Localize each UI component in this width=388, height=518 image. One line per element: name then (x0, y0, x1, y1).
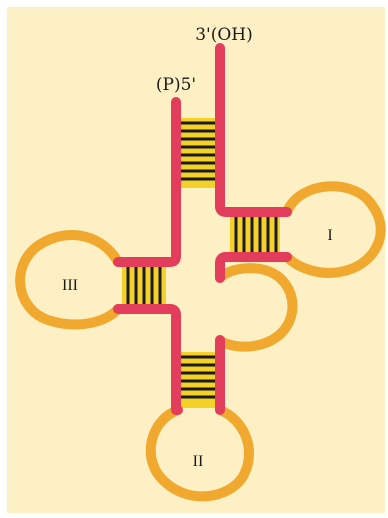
loop-3 (15, 230, 123, 330)
loop-1-label: I (327, 227, 332, 244)
strand-three-prime (215, 43, 292, 217)
loop-2-label: II (193, 453, 204, 470)
background-panel (7, 7, 385, 513)
three-prime-label: 3'(OH) (195, 25, 253, 45)
loop-3-label: III (62, 277, 78, 294)
strand-stem-3-lower (113, 304, 183, 415)
base-pair-stack-top (176, 118, 220, 188)
loop-2 (145, 405, 255, 502)
base-pair-stack-stem-2 (176, 352, 220, 408)
five-prime-label: (P)5' (156, 75, 196, 95)
loop-1 (282, 181, 386, 278)
strand-stem-1-lower (215, 252, 292, 283)
inner-bulge-loop (215, 263, 298, 352)
base-pair-stack-stem-3 (122, 264, 166, 308)
strand-five-prime (113, 97, 181, 267)
base-pair-stack-stem-1 (230, 214, 280, 258)
